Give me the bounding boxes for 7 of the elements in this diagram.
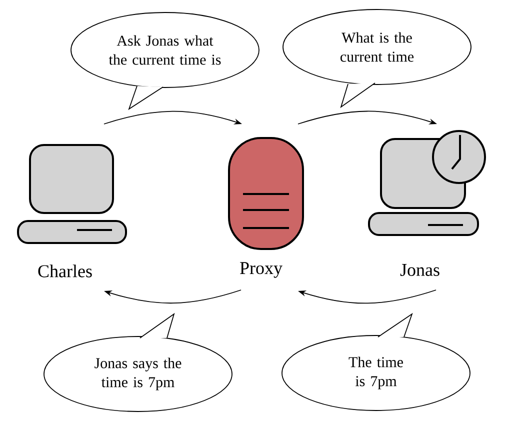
speech-bubble: What is the current time — [282, 9, 472, 108]
speech-bubble: The time is 7pm — [282, 312, 470, 411]
name-label: Charles — [38, 264, 92, 278]
speech-bubble: Ask Jonas what the current time is — [70, 12, 260, 110]
name-label: Jonas — [400, 264, 440, 276]
speech-bubble: Jonas says the time is 7pm — [44, 312, 232, 412]
name-label: Proxy — [240, 262, 282, 278]
